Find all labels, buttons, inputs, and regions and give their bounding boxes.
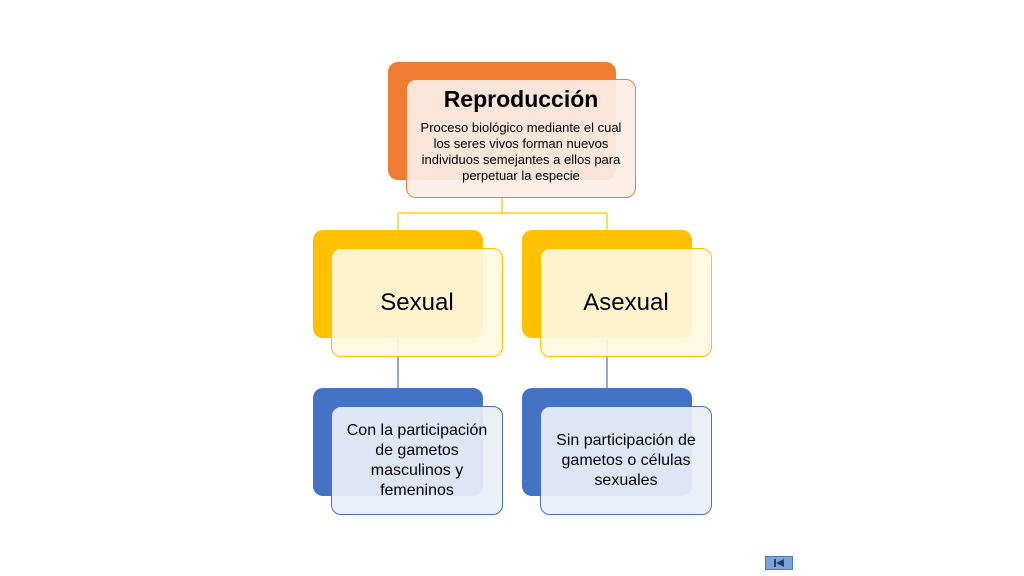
asexual-node: Asexual [540,248,712,357]
root-title: Reproducción [443,86,599,112]
sexual-node: Sexual [331,248,503,357]
back-nav-button[interactable] [765,556,793,570]
sexual-detail-node: Con la participación de gametos masculin… [331,406,503,515]
sexual-detail-text: Con la participación de gametos masculin… [346,421,488,499]
sexual-label: Sexual [380,288,454,316]
skip-back-icon [774,559,784,567]
asexual-label: Asexual [583,288,669,316]
asexual-detail-node: Sin participación de gametos o células s… [540,406,712,515]
asexual-detail-text: Sin participación de gametos o células s… [556,431,696,489]
root-node: Reproducción Proceso biológico mediante … [406,79,636,198]
root-description: Proceso biológico mediante el cual los s… [420,120,622,183]
